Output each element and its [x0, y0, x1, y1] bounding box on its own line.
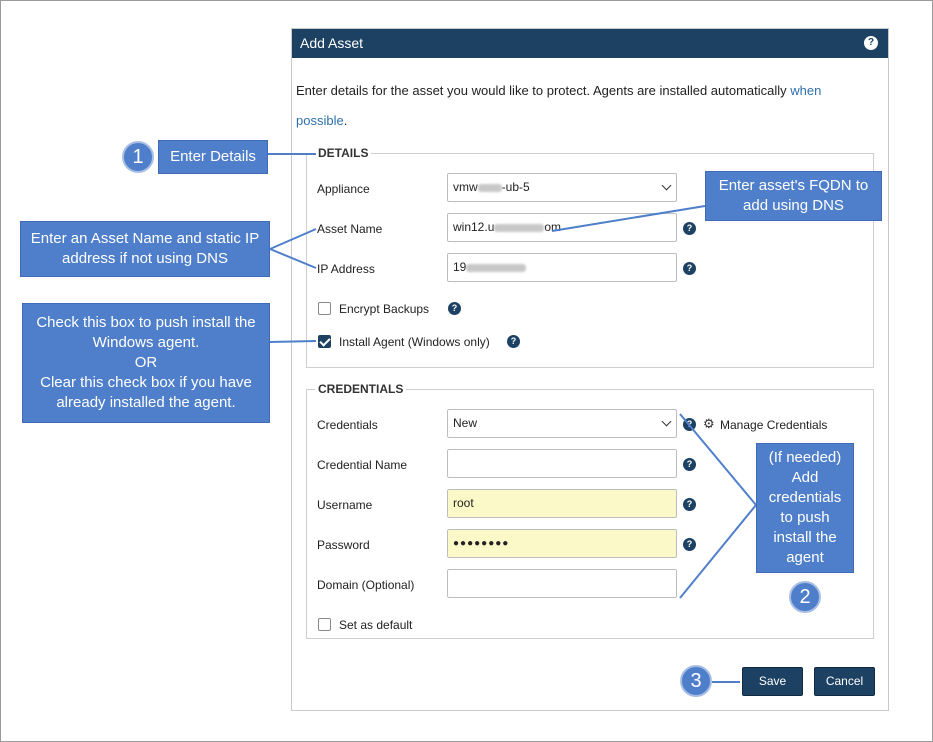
details-fieldset: DETAILS: [306, 146, 874, 368]
password-label: Password: [317, 538, 370, 552]
step-1-marker: 1: [122, 141, 154, 173]
intro-end: .: [343, 113, 348, 128]
username-value: root: [453, 496, 474, 510]
username-label: Username: [317, 498, 373, 512]
encrypt-backups-label: Encrypt Backups: [339, 302, 430, 316]
appliance-value-b: -ub-5: [501, 180, 530, 194]
connector-credentials-bottom: [679, 504, 757, 599]
ip-address-input[interactable]: 19: [447, 253, 677, 282]
set-default-label: Set as default: [339, 618, 413, 632]
callout-install-line1: Check this box to push install the Windo…: [36, 314, 256, 351]
callout-install-line3: Clear this check box if you have already…: [40, 374, 252, 411]
intro-text: Enter details for the asset you would li…: [296, 76, 876, 136]
credentials-fieldset: CREDENTIALS: [306, 382, 874, 639]
redacted-text: [477, 183, 502, 192]
password-input[interactable]: ●●●●●●●●: [447, 529, 677, 558]
step-2-marker: 2: [789, 581, 821, 613]
details-legend: DETAILS: [315, 146, 372, 160]
dialog-header: Add Asset ?: [292, 29, 888, 58]
credential-name-input[interactable]: [447, 449, 677, 478]
connector-install: [269, 340, 317, 343]
set-default-checkbox[interactable]: [318, 618, 331, 631]
asset-name-help-icon[interactable]: ?: [683, 222, 696, 235]
gear-icon[interactable]: ⚙: [703, 416, 715, 431]
when-possible-link[interactable]: when possible: [296, 83, 822, 128]
callout-install-agent: Check this box to push install the Windo…: [22, 303, 270, 423]
credentials-legend: CREDENTIALS: [315, 382, 407, 396]
credentials-select[interactable]: New: [447, 409, 677, 438]
manage-credentials-link[interactable]: Manage Credentials: [720, 418, 828, 432]
ip-help-icon[interactable]: ?: [683, 262, 696, 275]
connector-credentials-top: [679, 413, 757, 506]
cancel-button[interactable]: Cancel: [814, 667, 875, 696]
save-button[interactable]: Save: [742, 667, 803, 696]
dialog-title: Add Asset: [300, 35, 364, 51]
credential-name-help-icon[interactable]: ?: [683, 458, 696, 471]
connector-fqdn: [551, 205, 706, 232]
install-agent-label: Install Agent (Windows only): [339, 335, 490, 349]
install-agent-checkbox[interactable]: [318, 335, 331, 348]
asset-name-label: Asset Name: [317, 222, 383, 236]
install-agent-help-icon[interactable]: ?: [507, 335, 520, 348]
callout-enter-details-text: Enter Details: [170, 148, 256, 165]
callout-credentials-text: (If needed) Add credentials to push inst…: [768, 449, 842, 566]
connector-asset-name: [269, 228, 317, 250]
domain-label: Domain (Optional): [317, 578, 415, 592]
credentials-value: New: [453, 416, 478, 430]
callout-fqdn-text: Enter asset's FQDN to add using DNS: [718, 177, 869, 214]
appliance-label: Appliance: [317, 182, 370, 196]
username-input[interactable]: root: [447, 489, 677, 518]
credential-name-label: Credential Name: [317, 458, 408, 472]
appliance-value-a: vmw: [453, 180, 478, 194]
password-value: ●●●●●●●●: [453, 538, 510, 549]
connector-ip: [269, 248, 317, 269]
domain-input[interactable]: [447, 569, 677, 598]
callout-fqdn: Enter asset's FQDN to add using DNS: [705, 171, 882, 221]
callout-install-line2: OR: [134, 354, 158, 371]
step-3-marker: 3: [680, 665, 712, 697]
ip-address-label: IP Address: [317, 262, 375, 276]
callout-enter-details: Enter Details: [158, 140, 268, 174]
appliance-select[interactable]: vmw -ub-5: [447, 173, 677, 202]
callout-asset-name-ip: Enter an Asset Name and static IP addres…: [20, 221, 270, 277]
credentials-label: Credentials: [317, 418, 378, 432]
redacted-text: [466, 263, 527, 272]
help-icon[interactable]: ?: [864, 36, 878, 50]
username-help-icon[interactable]: ?: [683, 498, 696, 511]
encrypt-backups-checkbox[interactable]: [318, 302, 331, 315]
ip-value: 19: [453, 260, 467, 274]
asset-name-value-a: win12.u: [453, 220, 495, 234]
encrypt-help-icon[interactable]: ?: [448, 302, 461, 315]
password-help-icon[interactable]: ?: [683, 538, 696, 551]
callout-credentials: (If needed) Add credentials to push inst…: [756, 443, 854, 573]
intro-body: Enter details for the asset you would li…: [296, 83, 791, 98]
redacted-text: [494, 223, 545, 232]
callout-asset-name-ip-text: Enter an Asset Name and static IP addres…: [30, 230, 260, 267]
